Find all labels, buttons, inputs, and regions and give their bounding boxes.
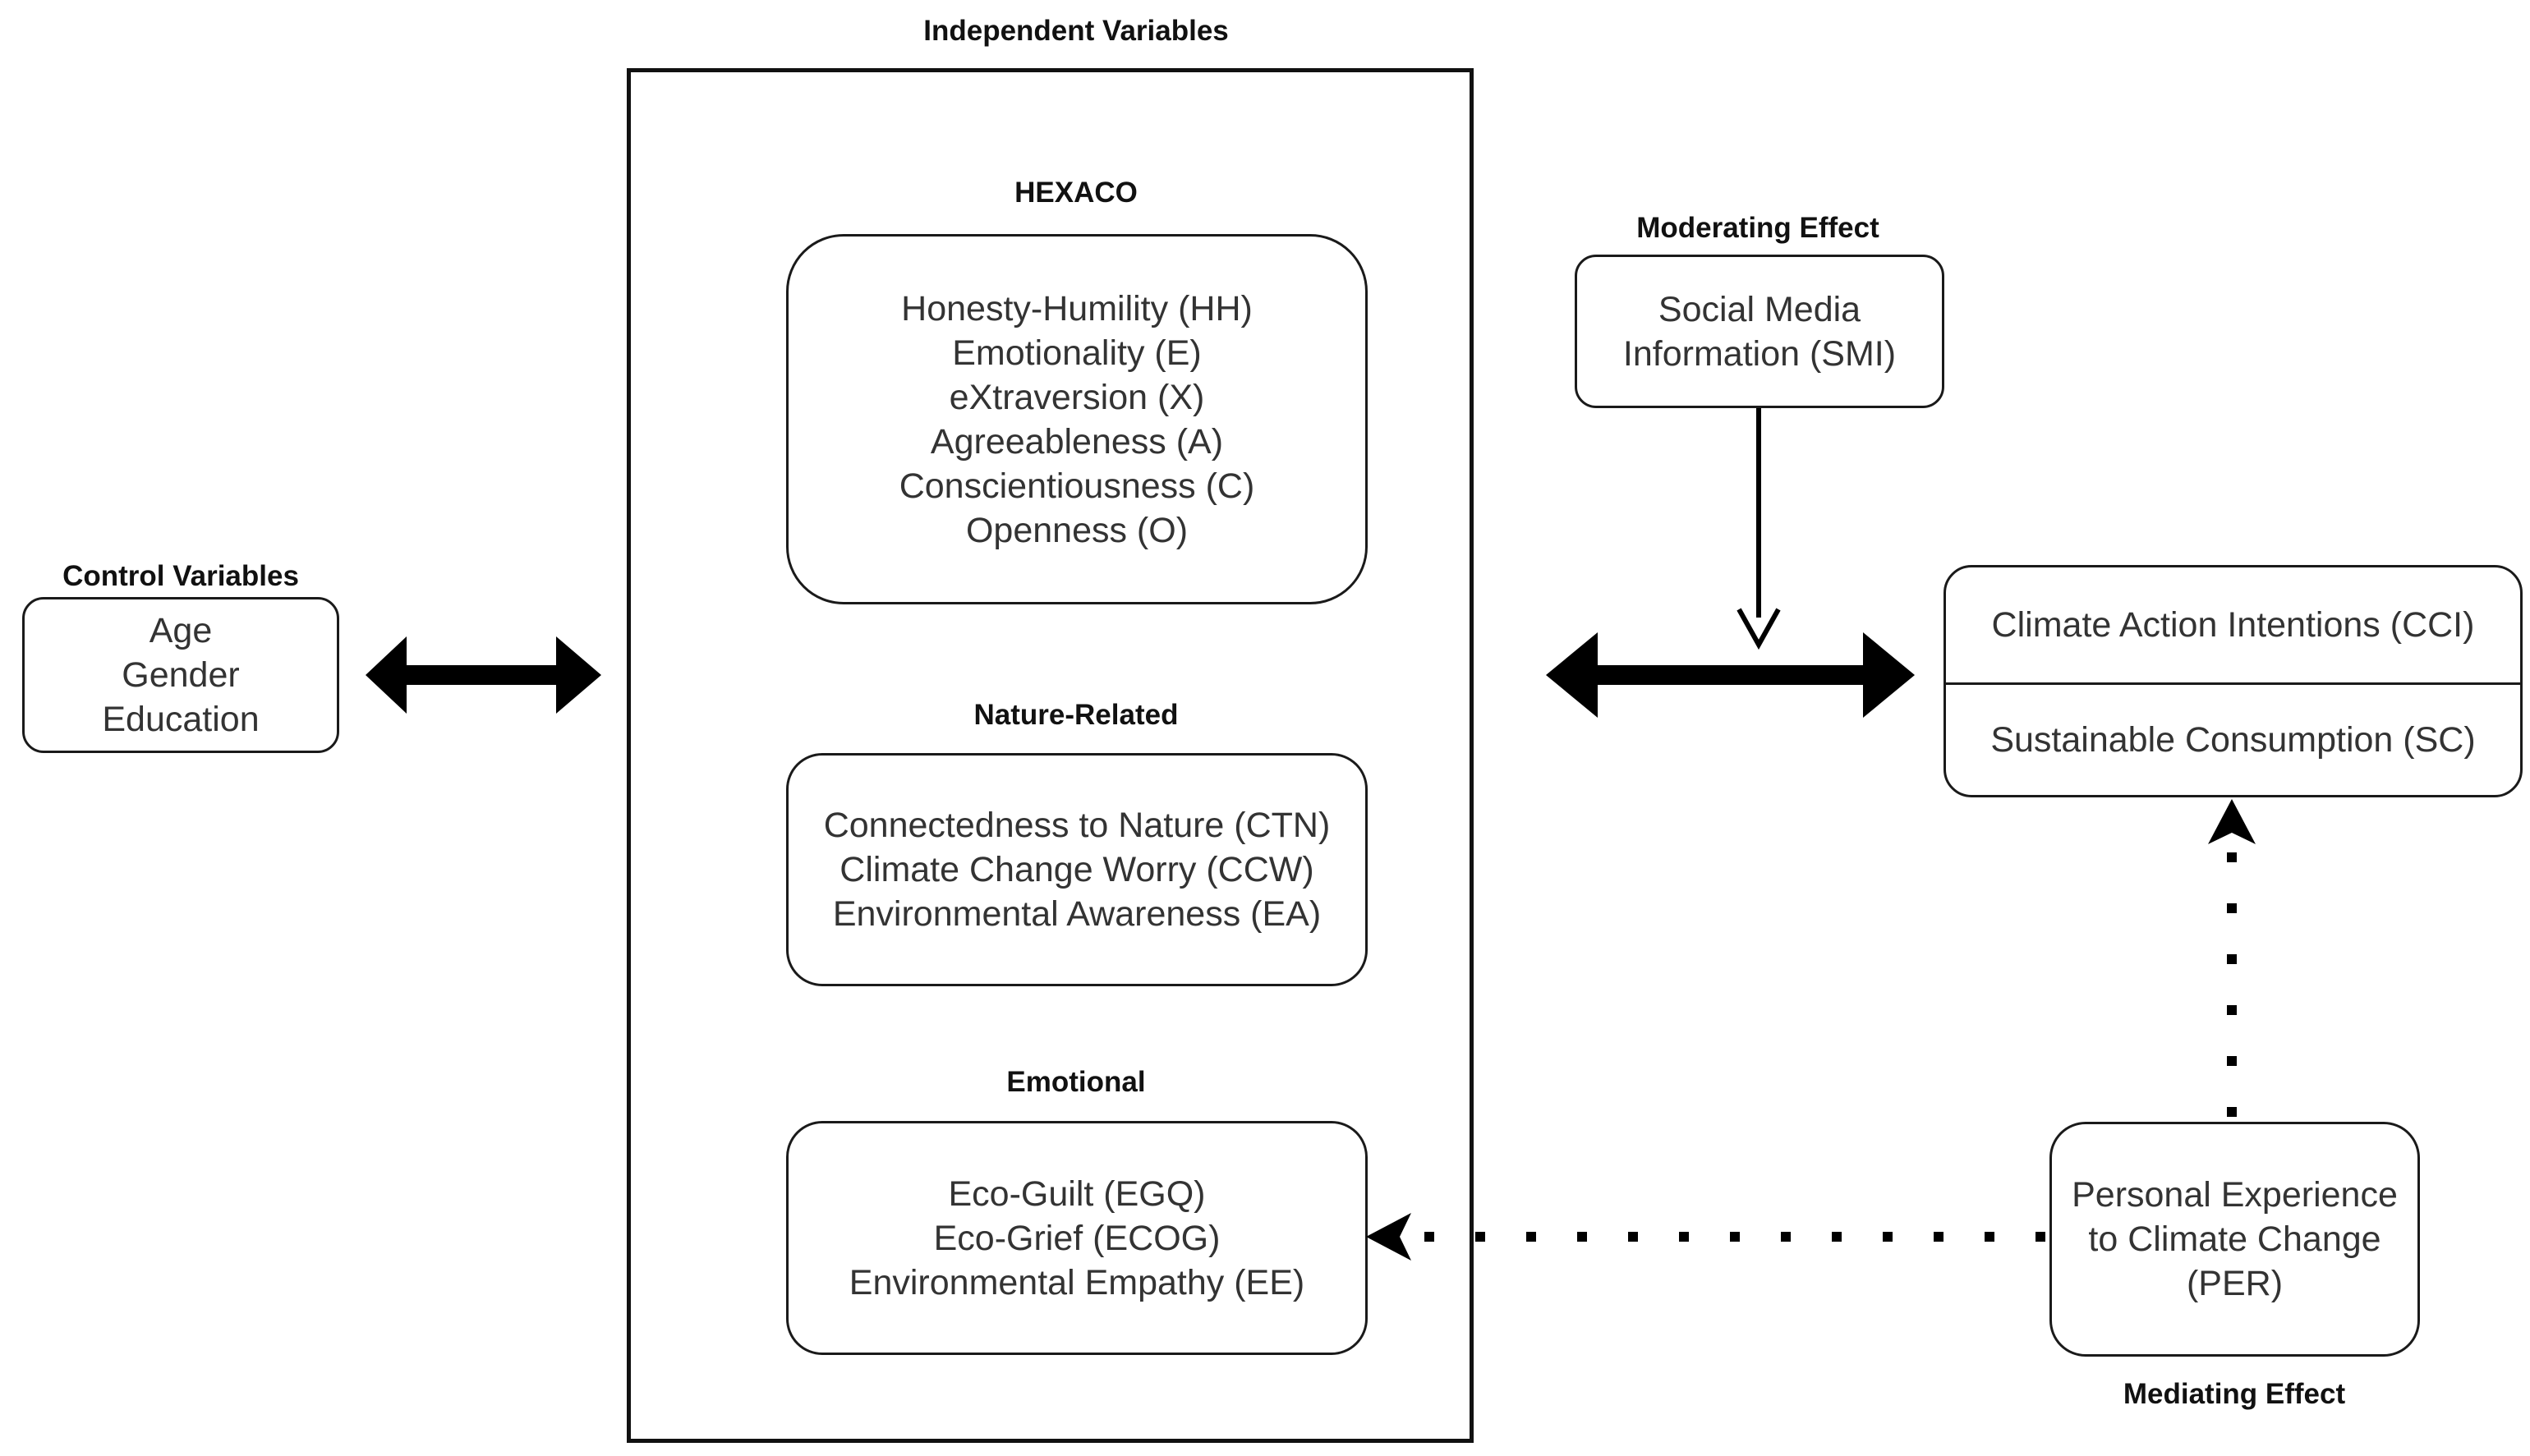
mediator-label-line: Personal Experience <box>2072 1175 2398 1215</box>
personal-experience-box: Personal Experience to Climate Change (P… <box>2049 1122 2420 1357</box>
moderator-label-line: Information (SMI) <box>1622 333 1897 374</box>
control-variable-item: Age <box>149 611 213 650</box>
emotional-item: Eco-Grief (ECOG) <box>933 1218 1221 1258</box>
climate-action-intentions-cell: Climate Action Intentions (CCI) <box>1946 567 2520 682</box>
emotional-heading: Emotional <box>1006 1066 1146 1098</box>
hexaco-item: Agreeableness (A) <box>930 421 1224 462</box>
mediating-arrow-up-head <box>2208 799 2256 844</box>
independent-variables-frame <box>627 68 1474 1443</box>
sustainable-consumption-label: Sustainable Consumption (SC) <box>1990 720 2476 760</box>
emotional-item: Eco-Guilt (EGQ) <box>948 1174 1206 1214</box>
control-variable-item: Gender <box>122 655 240 695</box>
hexaco-heading: HEXACO <box>1014 177 1138 209</box>
outcome-double-arrow <box>1546 632 1915 718</box>
nature-related-heading: Nature-Related <box>973 699 1179 731</box>
outcomes-box: Climate Action Intentions (CCI) Sustaina… <box>1944 565 2523 797</box>
nature-related-item: Connectedness to Nature (CTN) <box>823 806 1331 845</box>
moderating-effect-heading: Moderating Effect <box>1636 212 1879 244</box>
independent-variables-heading: Independent Variables <box>923 15 1229 47</box>
outcomes-divider <box>1946 682 2520 685</box>
mediator-label-line: to Climate Change <box>2088 1219 2381 1259</box>
nature-related-item: Environmental Awareness (EA) <box>832 894 1322 934</box>
moderating-arrow-head <box>1736 608 1781 650</box>
hexaco-item: Openness (O) <box>965 510 1189 550</box>
control-variable-item: Education <box>102 700 260 739</box>
hexaco-item: Emotionality (E) <box>952 333 1202 373</box>
control-variables-heading: Control Variables <box>62 560 299 592</box>
control-double-arrow <box>366 636 601 714</box>
sustainable-consumption-cell: Sustainable Consumption (SC) <box>1946 685 2520 795</box>
emotional-item: Environmental Empathy (EE) <box>849 1262 1305 1302</box>
control-variables-box: Age Gender Education <box>22 597 339 753</box>
hexaco-item: eXtraversion (X) <box>949 377 1205 417</box>
climate-action-intentions-label: Climate Action Intentions (CCI) <box>1991 605 2475 645</box>
hexaco-box: Honesty-Humility (HH) Emotionality (E) e… <box>786 234 1368 604</box>
mediator-label-line: (PER) <box>2186 1264 2284 1303</box>
nature-related-box: Connectedness to Nature (CTN) Climate Ch… <box>786 753 1368 986</box>
hexaco-item: Honesty-Humility (HH) <box>901 288 1253 328</box>
emotional-box: Eco-Guilt (EGQ) Eco-Grief (ECOG) Environ… <box>786 1121 1368 1355</box>
social-media-information-box: Social Media Information (SMI) <box>1575 255 1944 408</box>
mediating-arrow-left-head <box>1366 1213 1411 1261</box>
nature-related-item: Climate Change Worry (CCW) <box>840 850 1314 889</box>
mediating-effect-heading: Mediating Effect <box>2123 1378 2346 1410</box>
moderator-label-line: Social Media <box>1658 289 1861 329</box>
hexaco-item: Conscientiousness (C) <box>899 466 1255 506</box>
